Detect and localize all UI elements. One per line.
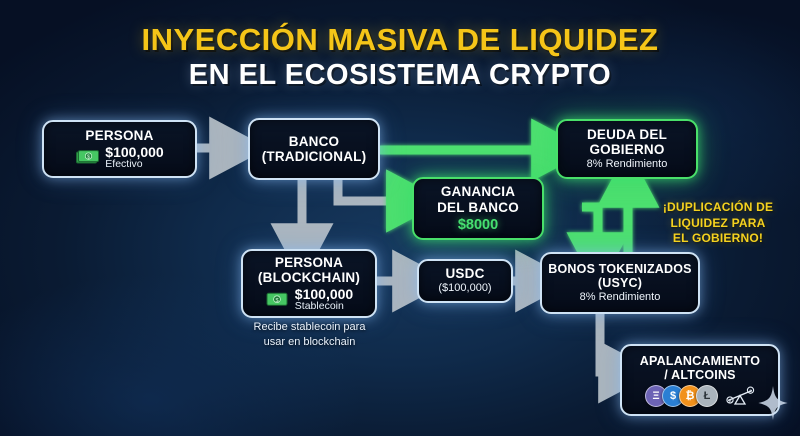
node-deuda-gobierno[interactable]: DEUDA DEL GOBIERNO 8% Rendimiento [556,119,698,179]
altcoin-icon-group: Ξ $ ₿ Ł ₿ $ [645,384,755,407]
node-banco[interactable]: BANCO (TRADICIONAL) [248,118,380,180]
node-persona[interactable]: PERSONA $ $100,000 Efectivo [42,120,197,178]
node-persona-blockchain-amount: $100,000 [294,285,354,302]
node-ganancia-banco[interactable]: GANANCIA DEL BANCO $8000 [412,177,544,240]
persona-blockchain-caption: Recibe stablecoin para usar en blockchai… [232,320,387,350]
node-deuda-title-1: DEUDA DEL [586,126,668,142]
node-usdc-amount: ($100,000) [438,282,492,295]
node-apalancamiento-title-1: APALANCAMIENTO [639,353,761,368]
leverage-scale-icon: ₿ $ [726,386,755,405]
node-deuda-title-2: GOBIERNO [589,141,665,157]
liquidity-annotation: ¡DUPLICACIÓN DE LIQUIDEZ PARA EL GOBIERN… [638,200,798,247]
node-bonos-tokenizados[interactable]: BONOS TOKENIZADOS (USYC) 8% Rendimiento [540,252,700,314]
node-persona-blockchain-amount-label: Stablecoin [294,300,344,313]
node-persona-blockchain-title-2: (BLOCKCHAIN) [257,269,361,285]
stablecoin-banknote-icon: $ [266,292,288,306]
node-persona-blockchain-title-1: PERSONA [274,254,344,270]
node-bonos-title-2: (USYC) [597,275,643,290]
node-ganancia-title-1: GANANCIA [440,184,516,200]
title-line-1: INYECCIÓN MASIVA DE LIQUIDEZ [141,22,659,57]
title-line-2: EN EL ECOSISTEMA CRYPTO [188,58,612,91]
litecoin-coin-icon: Ł [696,384,718,407]
svg-text:$: $ [749,388,752,393]
svg-text:$: $ [275,298,279,304]
node-deuda-yield: 8% Rendimiento [586,158,668,171]
node-persona-amount: $100,000 [105,143,164,160]
node-persona-blockchain[interactable]: PERSONA (BLOCKCHAIN) $ $100,000 Stableco… [241,249,377,318]
node-ganancia-amount: $8000 [457,216,499,233]
node-banco-title-2: (TRADICIONAL) [261,149,367,164]
svg-text:₿: ₿ [729,398,732,403]
node-persona-title: PERSONA [85,127,154,143]
persona-amount-col: $100,000 Efectivo [105,145,163,171]
node-bonos-yield: 8% Rendimiento [579,290,661,303]
node-usdc-title: USDC [445,266,485,282]
annotation-line-1: ¡DUPLICACIÓN DE [662,200,774,214]
node-ganancia-title-2: DEL BANCO [437,199,519,215]
bitcoin-coin-icon: ₿ [679,384,701,407]
node-banco-title-1: BANCO [288,133,340,149]
node-usdc[interactable]: USDC ($100,000) [417,259,513,303]
cash-banknote-icon: $ [76,150,100,164]
annotation-line-3: EL GOBIERNO! [672,231,764,246]
node-apalancamiento-title-2: / ALTCOINS [664,367,736,382]
persona-blockchain-amount-col: $100,000 Stablecoin [295,287,353,313]
node-bonos-title-1: BONOS TOKENIZADOS [548,261,692,276]
persona-blockchain-amount-row: $ $100,000 Stablecoin [265,287,353,313]
persona-amount-row: $ $100,000 Efectivo [75,145,164,171]
annotation-line-2: LIQUIDEZ PARA [670,215,766,230]
caption-line-2: usar en blockchain [263,335,356,348]
svg-text:$: $ [87,155,90,161]
node-apalancamiento-altcoins[interactable]: APALANCAMIENTO / ALTCOINS Ξ $ ₿ Ł ₿ $ [620,344,780,416]
sparkle-decoration-icon [758,386,788,420]
caption-line-1: Recibe stablecoin para [253,321,366,333]
node-persona-amount-label: Efectivo [105,158,143,171]
title-block: INYECCIÓN MASIVA DE LIQUIDEZ EN EL ECOSI… [0,22,800,91]
